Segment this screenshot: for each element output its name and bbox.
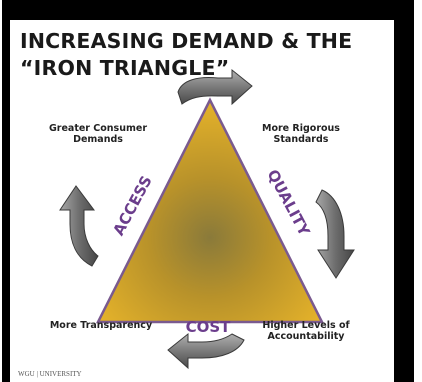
cycle-arrow-top-icon: [177, 68, 253, 106]
label-line: More Transparency: [49, 320, 153, 331]
label-line: More Rigorous: [262, 123, 340, 134]
side-label-cost: COST: [186, 318, 232, 336]
footer-logo-text: WGU | UNIVERSITY: [18, 370, 82, 378]
cycle-arrow-left-icon: [59, 185, 99, 267]
cycle-arrow-right-icon: [315, 189, 355, 279]
slide-title: INCREASING DEMAND & THE “IRON TRIANGLE”: [20, 28, 380, 82]
title-line-2: “IRON TRIANGLE”: [20, 56, 230, 80]
cycle-arrow-bottom-icon: [167, 332, 245, 370]
label-line: Accountability: [267, 331, 345, 342]
label-line: Higher Levels of: [262, 320, 350, 331]
label-more-rigorous-standards: More Rigorous Standards: [256, 123, 346, 145]
label-line: Standards: [273, 134, 329, 145]
label-line: Demands: [73, 134, 123, 145]
title-line-1: INCREASING DEMAND & THE: [20, 29, 353, 53]
label-higher-levels-of-accountability: Higher Levels of Accountability: [254, 320, 358, 342]
iron-triangle: [95, 97, 325, 324]
label-more-transparency: More Transparency: [40, 320, 162, 331]
label-line: Greater Consumer: [48, 123, 148, 134]
label-greater-consumer-demands: Greater Consumer Demands: [48, 123, 148, 145]
